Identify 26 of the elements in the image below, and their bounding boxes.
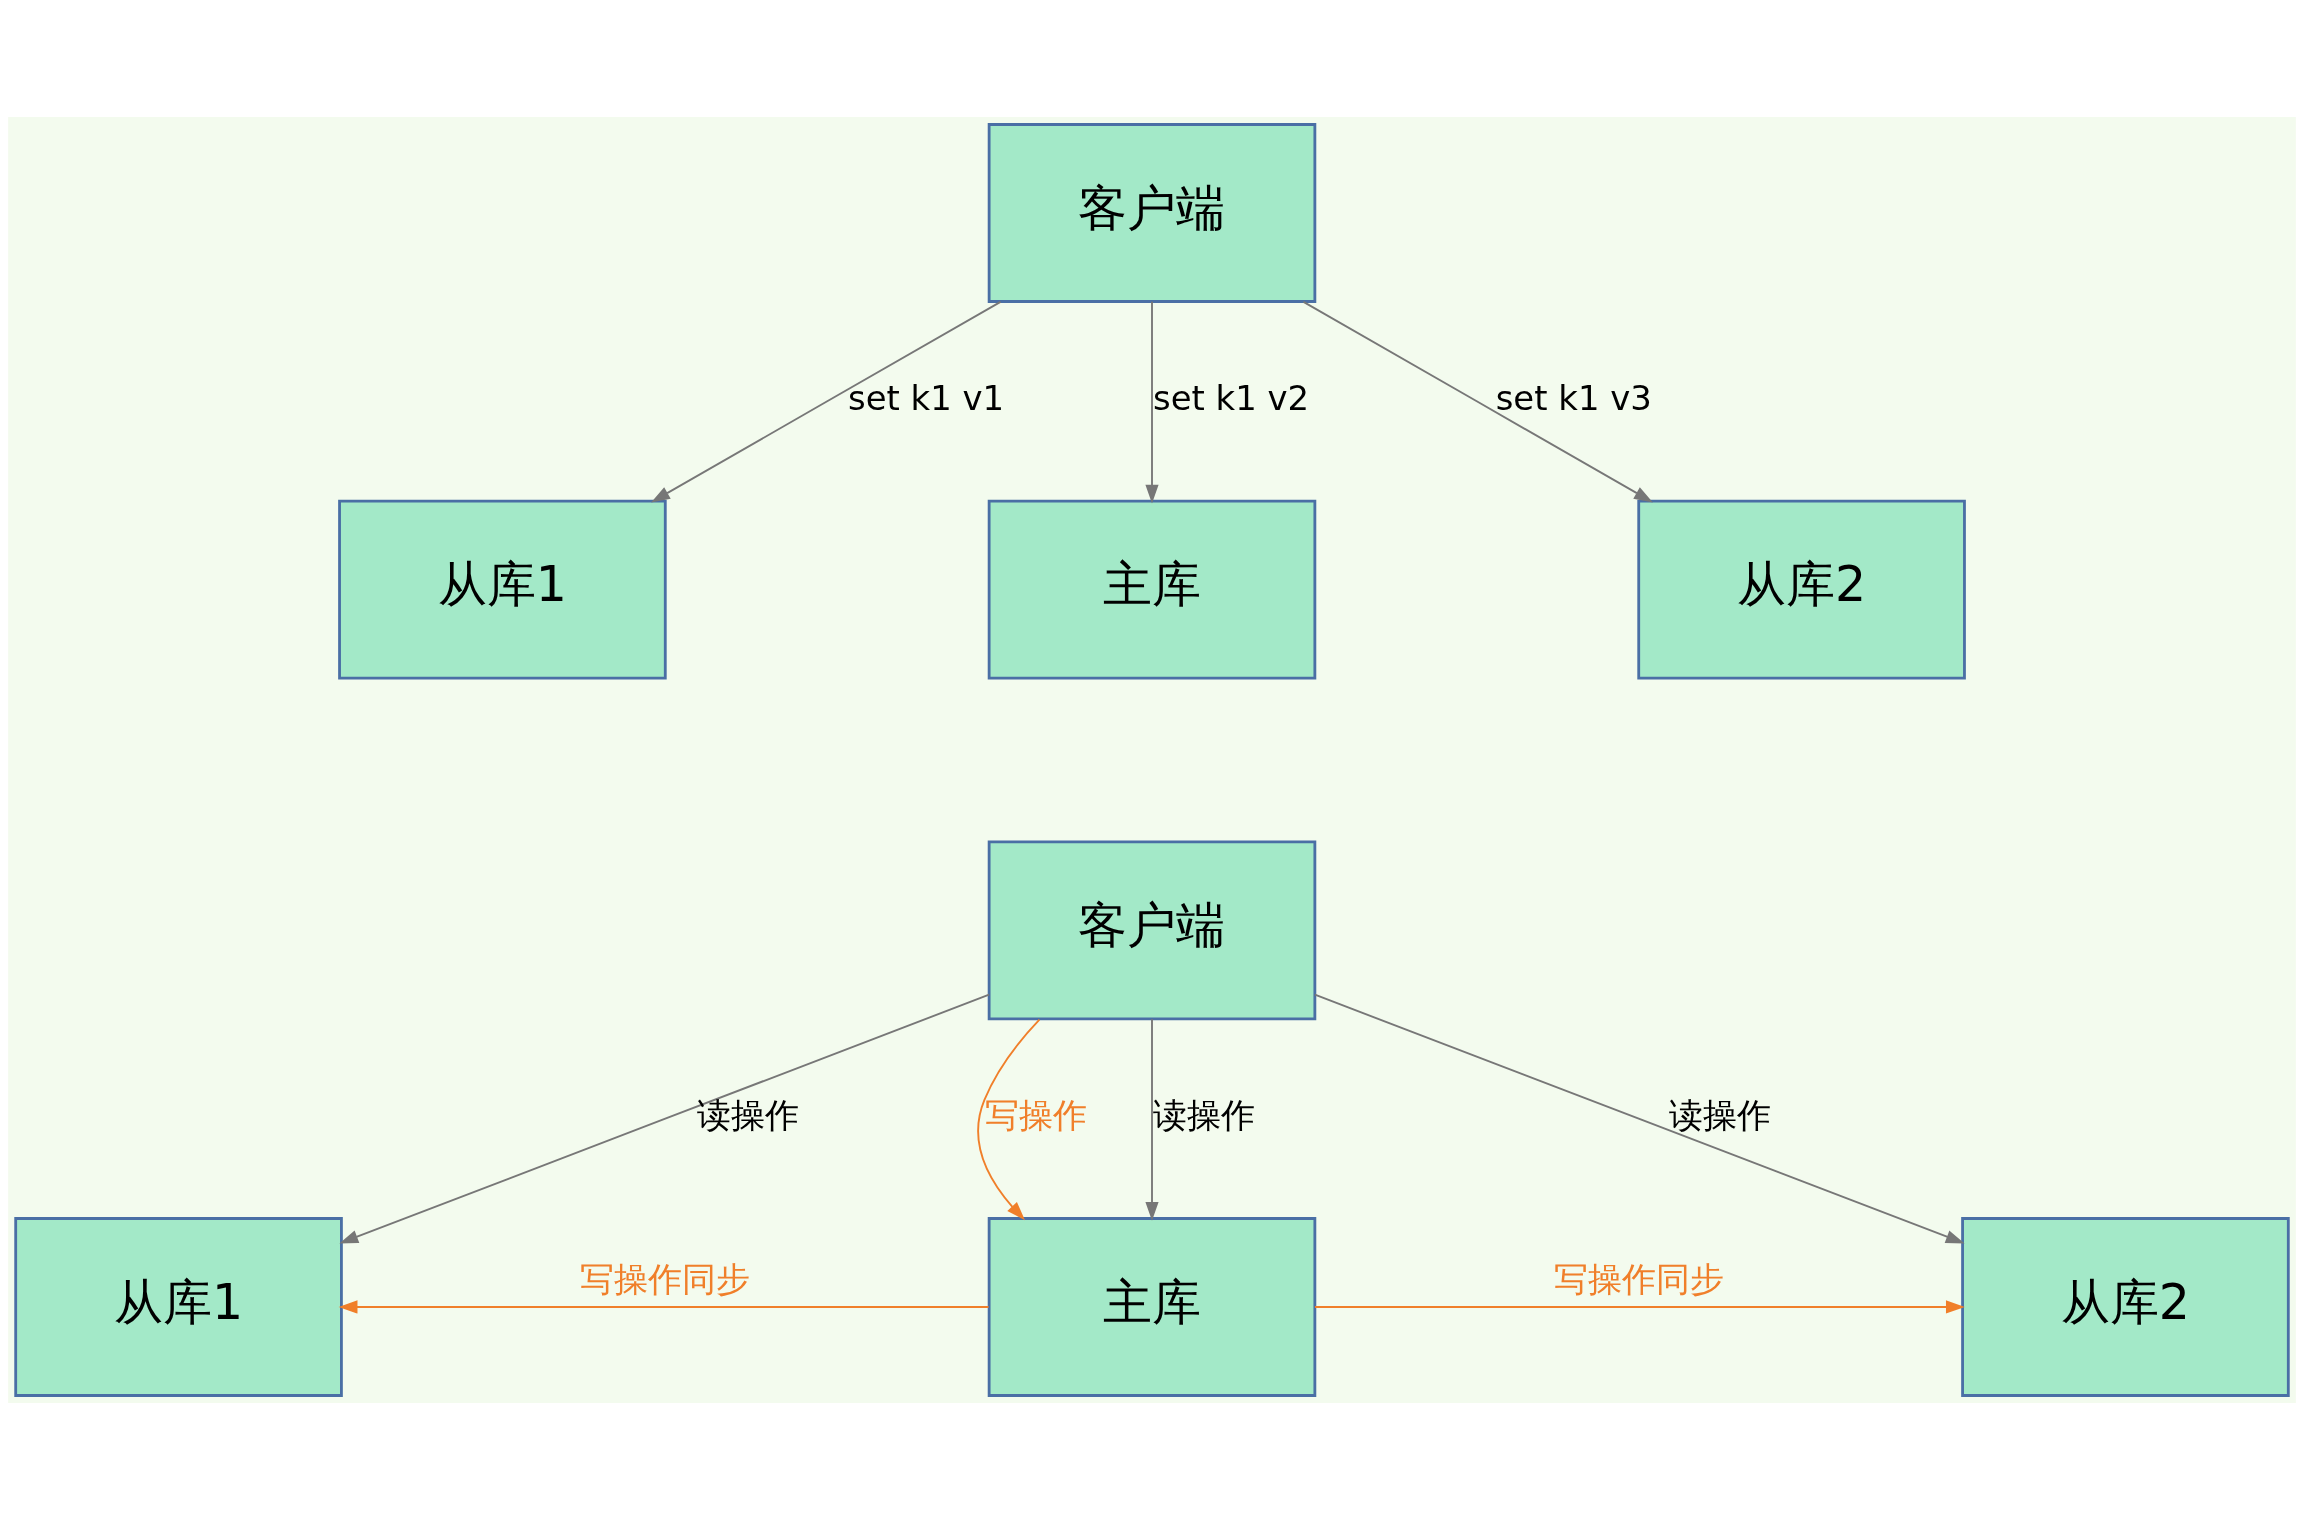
- edge-label: 写操作同步: [1553, 1259, 1724, 1299]
- edge-label: 写操作: [985, 1095, 1088, 1135]
- arrow: [977, 1018, 1041, 1220]
- edge-label: set k1 v3: [1495, 378, 1652, 418]
- edge-label: 读操作: [697, 1095, 800, 1135]
- arrow: [651, 300, 1002, 502]
- arrow: [338, 1299, 990, 1314]
- node-box: 主库: [987, 1216, 1317, 1397]
- arrow: [339, 993, 991, 1243]
- node-box: 从库1: [338, 499, 667, 679]
- node-box: 客户端: [987, 840, 1317, 1020]
- arrow: [1314, 993, 1965, 1243]
- edge-label: 读操作: [1152, 1095, 1255, 1135]
- arrow: [1145, 1017, 1159, 1221]
- edge-label: 读操作: [1668, 1095, 1771, 1135]
- node-box: 从库2: [1637, 499, 1966, 679]
- arrow: [1145, 300, 1159, 503]
- node-box: 从库1: [14, 1216, 343, 1397]
- node-box: 从库2: [1961, 1216, 2290, 1397]
- edge-label: set k1 v1: [848, 378, 1005, 418]
- edge-label: 写操作同步: [580, 1259, 751, 1299]
- edge-label: set k1 v2: [1153, 378, 1310, 418]
- node-box: 主库: [987, 499, 1317, 679]
- node-box: 客户端: [987, 122, 1317, 303]
- arrow: [1314, 1299, 1965, 1314]
- arrow: [1302, 300, 1653, 502]
